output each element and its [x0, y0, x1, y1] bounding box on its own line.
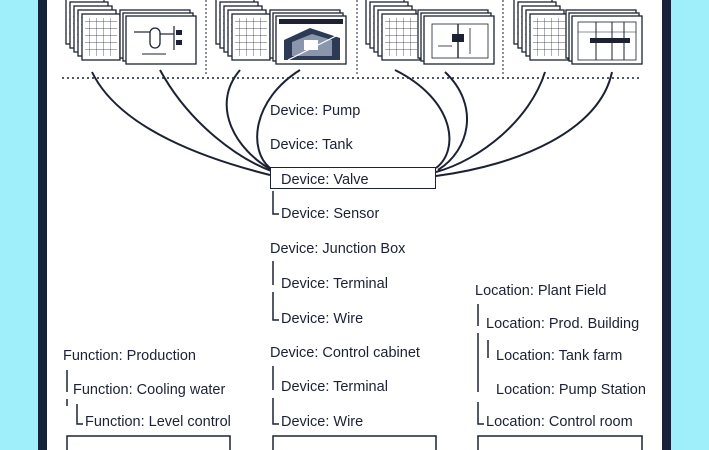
function-production: Function: Production	[63, 348, 196, 364]
device-sensor: Device: Sensor	[281, 206, 380, 222]
location-tree-connectors	[477, 304, 489, 425]
tank-pid-drawing-icon	[119, 9, 197, 65]
device-control-cabinet: Device: Control cabinet	[270, 345, 420, 361]
device-tank: Device: Tank	[270, 137, 353, 153]
location-plant-field: Location: Plant Field	[475, 283, 607, 299]
document-link-curves	[91, 69, 613, 177]
device-valve-highlight	[270, 167, 436, 189]
device-tree-connectors	[272, 191, 279, 425]
3d-model-screen-icon	[269, 9, 347, 65]
location-pump-station: Location: Pump Station	[496, 382, 646, 398]
device-wire: Device: Wire	[281, 414, 364, 430]
device-terminal: Device: Terminal	[281, 276, 388, 292]
location-tank-farm: Location: Tank farm	[496, 348, 623, 364]
location-prod-building: Location: Prod. Building	[486, 316, 640, 332]
grid-document-stack-icon	[366, 0, 420, 60]
device-pump: Device: Pump	[270, 103, 361, 119]
grid-document-stack-icon	[66, 0, 120, 60]
bottom-bracket-lines	[66, 435, 643, 450]
grid-document-stack-icon	[216, 0, 270, 60]
layout-drawing-icon	[417, 9, 495, 65]
function-cooling-water: Function: Cooling water	[73, 382, 226, 398]
cabinet-drawing-icon	[565, 9, 643, 65]
device-terminal: Device: Terminal	[281, 379, 388, 395]
device-valve: Device: Valve	[281, 172, 369, 188]
function-level-control: Function: Level control	[85, 414, 231, 430]
device-wire: Device: Wire	[281, 311, 364, 327]
function-tree-connectors	[66, 370, 83, 425]
location-control-room: Location: Control room	[486, 414, 633, 430]
diagram-panel	[38, 0, 671, 450]
grid-document-stack-icon	[514, 0, 568, 60]
device-junction-box: Device: Junction Box	[270, 241, 406, 257]
